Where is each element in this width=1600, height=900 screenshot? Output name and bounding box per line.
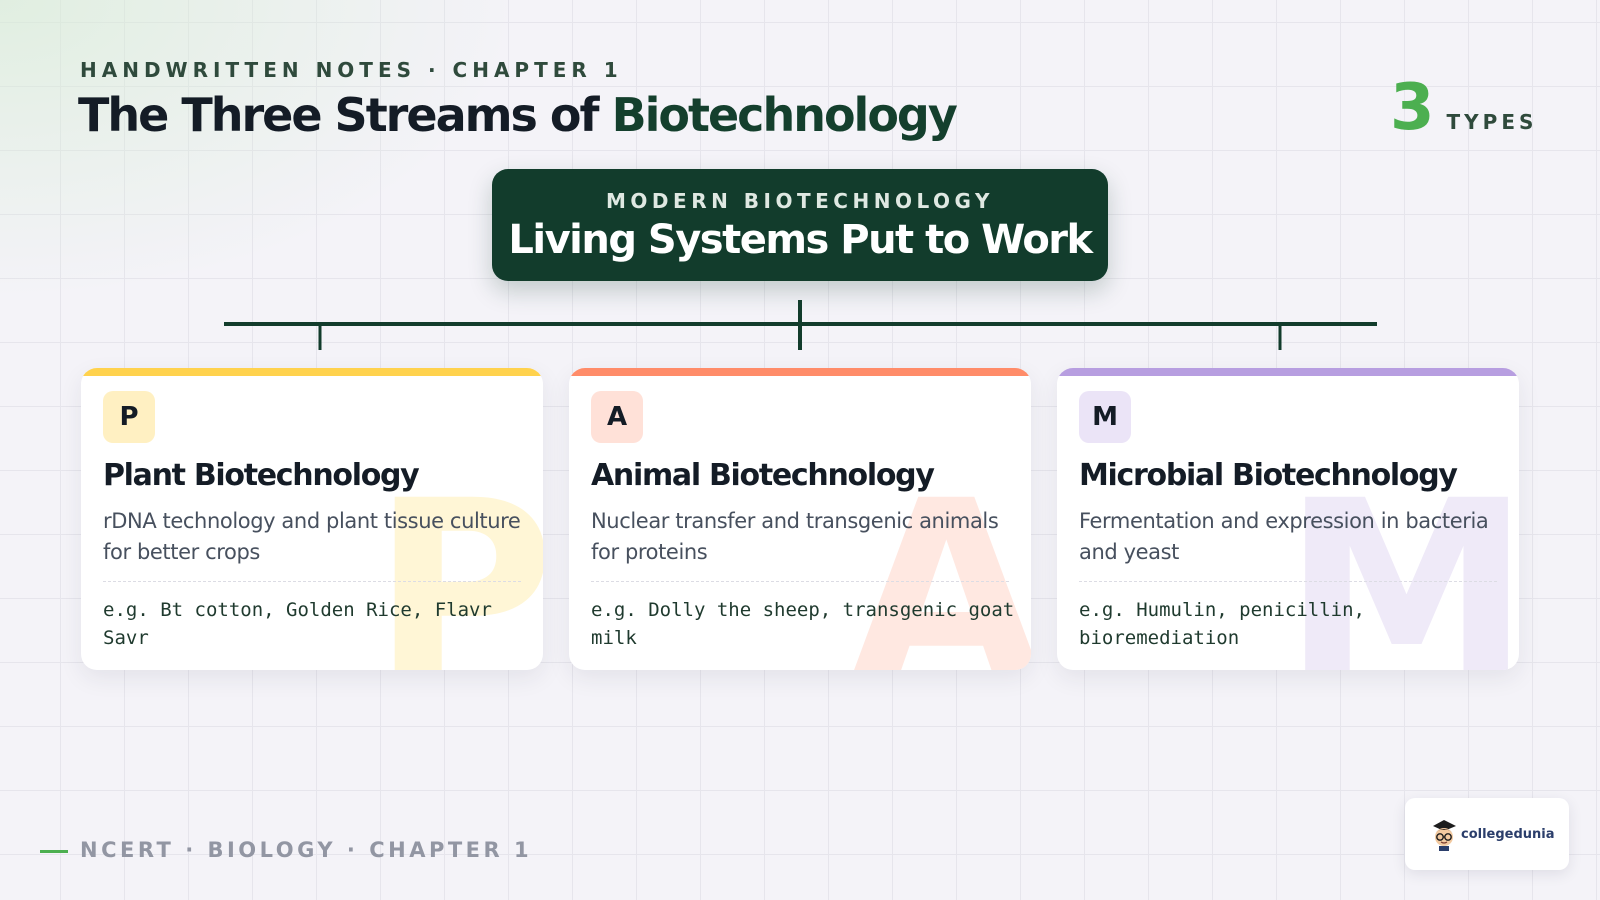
branch-card-microbial: M M Microbial Biotechnology Fermentation… bbox=[1057, 368, 1519, 670]
branch-card-animal: A A Animal Biotechnology Nuclear transfe… bbox=[569, 368, 1031, 670]
footer-dash bbox=[40, 849, 68, 853]
card-title: Microbial Biotechnology bbox=[1079, 458, 1458, 493]
root-kicker: MODERN BIOTECHNOLOGY bbox=[606, 189, 994, 213]
page-title: The Three Streams of Biotechnology bbox=[78, 88, 958, 142]
card-badge: M bbox=[1079, 391, 1131, 443]
card-title: Plant Biotechnology bbox=[103, 458, 420, 493]
root-node: MODERN BIOTECHNOLOGY Living Systems Put … bbox=[492, 169, 1108, 281]
eyebrow-label: HANDWRITTEN NOTES · CHAPTER 1 bbox=[80, 58, 623, 82]
title-main: The Three Streams of bbox=[78, 88, 612, 142]
footer-caption: NCERT · BIOLOGY · CHAPTER 1 bbox=[40, 838, 532, 862]
card-badge: P bbox=[103, 391, 155, 443]
card-accent-bar bbox=[569, 368, 1031, 376]
type-count-label: TYPES bbox=[1446, 110, 1538, 134]
card-accent-bar bbox=[81, 368, 543, 376]
title-accent: Biotechnology bbox=[611, 88, 958, 142]
card-accent-bar bbox=[1057, 368, 1519, 376]
card-description: rDNA technology and plant tissue culture… bbox=[103, 509, 521, 564]
branch-card-plant: P P Plant Biotechnology rDNA technology … bbox=[81, 368, 543, 670]
tree-connector bbox=[224, 300, 1377, 350]
card-description: Nuclear transfer and transgenic animals … bbox=[591, 509, 999, 564]
card-title: Animal Biotechnology bbox=[591, 458, 935, 493]
card-divider bbox=[103, 581, 521, 582]
type-count-number: 3 bbox=[1390, 71, 1435, 145]
card-example: e.g. Humulin, penicillin, bioremediation bbox=[1079, 599, 1365, 649]
mascot-icon bbox=[1433, 820, 1456, 851]
card-badge: A bbox=[591, 391, 643, 443]
card-example: e.g. Bt cotton, Golden Rice, Flavr Savr bbox=[103, 599, 492, 649]
card-description: Fermentation and expression in bacteria … bbox=[1079, 509, 1489, 564]
root-headline: Living Systems Put to Work bbox=[508, 217, 1093, 263]
card-watermark-letter: P bbox=[371, 447, 543, 671]
card-watermark-letter: M bbox=[1282, 447, 1519, 671]
brand-logo[interactable]: collegedunia bbox=[1405, 798, 1569, 870]
card-divider bbox=[1079, 581, 1497, 582]
card-watermark-letter: A bbox=[849, 447, 1031, 671]
card-divider bbox=[591, 581, 1009, 582]
footer-text: NCERT · BIOLOGY · CHAPTER 1 bbox=[80, 838, 533, 862]
card-example: e.g. Dolly the sheep, transgenic goat mi… bbox=[591, 599, 1015, 649]
logo-wordmark: collegedunia bbox=[1461, 826, 1555, 842]
